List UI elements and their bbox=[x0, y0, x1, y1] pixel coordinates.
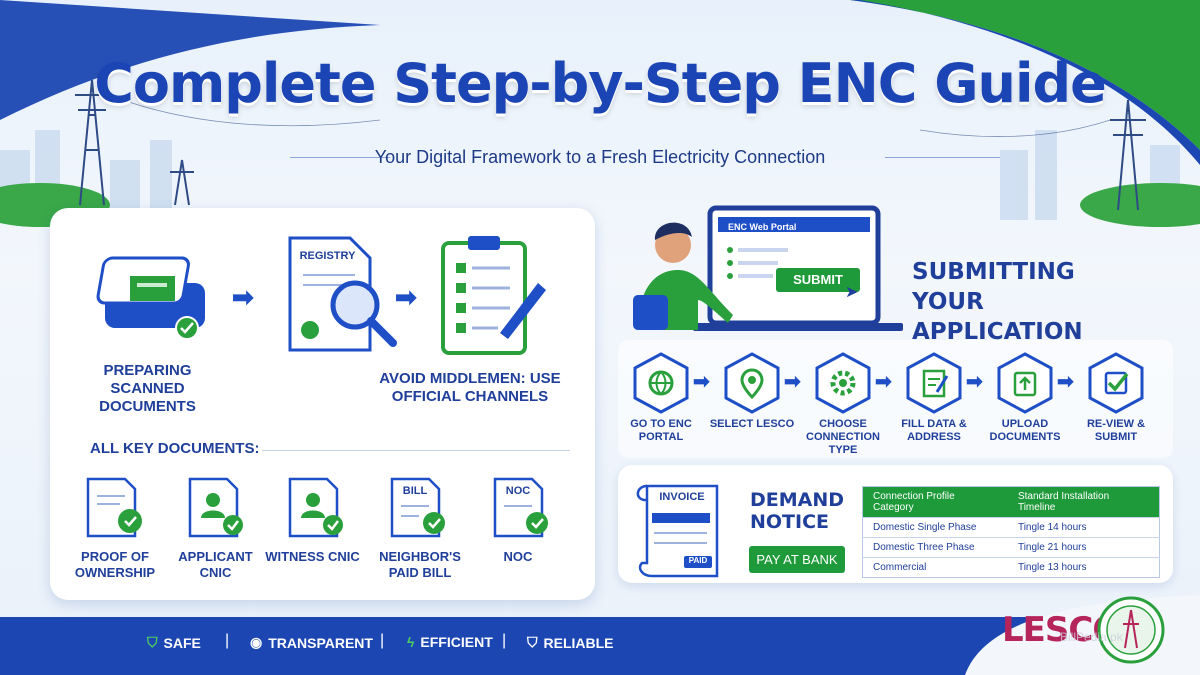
upload-icon bbox=[997, 352, 1053, 414]
shield-icon: ⛉ bbox=[147, 634, 158, 650]
subtitle-rule-right bbox=[885, 157, 1000, 158]
paid-stamp: PAID bbox=[688, 556, 708, 565]
map-pin-icon bbox=[724, 352, 780, 414]
bill-tag: BILL bbox=[402, 485, 428, 497]
invoice-scroll-icon bbox=[636, 484, 719, 578]
skyline-background bbox=[0, 0, 1200, 227]
certificate-icon bbox=[86, 477, 142, 538]
noc-icon bbox=[493, 477, 548, 538]
registry-document-icon bbox=[288, 236, 397, 352]
subtitle-rule-left bbox=[290, 157, 390, 158]
divider: | bbox=[225, 632, 230, 649]
watermark-text: BillPedia.pk bbox=[1060, 630, 1123, 644]
document-applicant-cnic: APPLICANT CNIC bbox=[178, 549, 253, 580]
divider: | bbox=[502, 632, 507, 649]
checkbox-icon bbox=[1088, 352, 1144, 414]
step-label: CHOOSE CONNECTION TYPE bbox=[806, 418, 880, 456]
invoice-text: INVOICE bbox=[659, 491, 705, 503]
footer-reliable: ⛉ RELIABLE bbox=[527, 634, 614, 651]
submitting-heading: SUBMITTING YOUR APPLICATION bbox=[912, 259, 1083, 345]
portal-submit-button[interactable]: SUBMIT bbox=[776, 268, 860, 292]
globe-cursor-icon bbox=[633, 352, 689, 414]
cursor-icon: ➤ bbox=[845, 284, 859, 301]
footer-safe: ⛉ SAFE bbox=[147, 634, 201, 651]
documents-divider bbox=[262, 450, 570, 451]
installation-timeline-table: Connection Profile Category Standard Ins… bbox=[862, 486, 1160, 578]
table-cell: Commercial bbox=[862, 557, 1008, 578]
registry-text: REGISTRY bbox=[299, 250, 356, 262]
lightning-icon: ϟ bbox=[407, 634, 415, 650]
pay-at-bank-button[interactable]: PAY AT BANK bbox=[749, 546, 845, 573]
arrow-right-icon: ➡ bbox=[693, 371, 710, 393]
clipboard-checklist-icon bbox=[441, 236, 546, 355]
bill-icon bbox=[390, 477, 445, 538]
step-preparing-label: PREPARING SCANNED DOCUMENTS bbox=[99, 362, 196, 415]
divider: | bbox=[380, 632, 385, 649]
page-title: Complete Step-by-Step ENC Guide bbox=[94, 52, 1107, 115]
document-neighbors-paid-bill: NEIGHBOR'S PAID BILL bbox=[379, 549, 461, 580]
footer-wave bbox=[0, 617, 1200, 620]
arrow-right-icon: ➡ bbox=[784, 371, 801, 393]
document-proof-of-ownership: PROOF OF OWNERSHIP bbox=[74, 549, 156, 580]
person-at-laptop-illustration bbox=[633, 205, 903, 331]
page-subtitle: Your Digital Framework to a Fresh Electr… bbox=[374, 147, 826, 167]
arrow-right-icon: ➡ bbox=[1057, 371, 1074, 393]
step-label: GO TO ENC PORTAL bbox=[630, 418, 692, 443]
step-label: SELECT LESCO bbox=[709, 418, 795, 430]
arrow-right-icon: ➡ bbox=[395, 282, 417, 312]
gear-icon bbox=[815, 352, 871, 414]
footer-label: RELIABLE bbox=[543, 634, 614, 651]
step-label: FILL DATA & ADDRESS bbox=[901, 418, 967, 443]
table-cell: Domestic Three Phase bbox=[862, 537, 1008, 558]
arrow-right-icon: ➡ bbox=[966, 371, 983, 393]
table-cell: Tingle 14 hours bbox=[1007, 517, 1160, 538]
lesco-emblem-icon bbox=[1097, 596, 1165, 664]
arrow-right-icon: ➡ bbox=[875, 371, 892, 393]
step-label: UPLOAD DOCUMENTS bbox=[989, 418, 1061, 443]
id-card-icon bbox=[288, 477, 343, 538]
arrow-right-icon: ➡ bbox=[232, 282, 254, 312]
eye-icon: ◉ bbox=[250, 634, 263, 650]
step-avoid-middlemen-label: AVOID MIDDLEMEN: USE OFFICIAL CHANNELS bbox=[379, 370, 561, 405]
footer-label: TRANSPARENT bbox=[268, 634, 373, 651]
footer-label: EFFICIENT bbox=[420, 634, 493, 650]
steps-strip bbox=[618, 340, 1173, 458]
noc-tag: NOC bbox=[505, 485, 531, 497]
table-header-timeline: Standard Installation Timeline bbox=[1007, 486, 1160, 518]
footer-efficient: ϟ EFFICIENT bbox=[407, 634, 493, 650]
documents-heading: ALL KEY DOCUMENTS: bbox=[90, 440, 260, 457]
table-cell: Tingle 13 hours bbox=[1007, 557, 1160, 578]
portal-screen-title: ENC Web Portal bbox=[728, 222, 797, 232]
shield-check-icon: ⛉ bbox=[527, 634, 538, 650]
footer-transparent: ◉ TRANSPARENT bbox=[250, 634, 373, 651]
table-header-category: Connection Profile Category bbox=[862, 486, 1008, 518]
form-edit-icon bbox=[906, 352, 962, 414]
scanner-icon bbox=[96, 256, 205, 340]
document-noc: NOC bbox=[503, 549, 533, 564]
table-cell: Domestic Single Phase bbox=[862, 517, 1008, 538]
step-label: RE-VIEW & SUBMIT bbox=[1086, 418, 1146, 443]
id-card-icon bbox=[188, 477, 243, 538]
table-cell: Tingle 21 hours bbox=[1007, 537, 1160, 558]
document-witness-cnic: WITNESS CNIC bbox=[265, 549, 360, 564]
demand-notice-heading: DEMAND NOTICE bbox=[750, 489, 845, 533]
footer-label: SAFE bbox=[163, 634, 201, 651]
